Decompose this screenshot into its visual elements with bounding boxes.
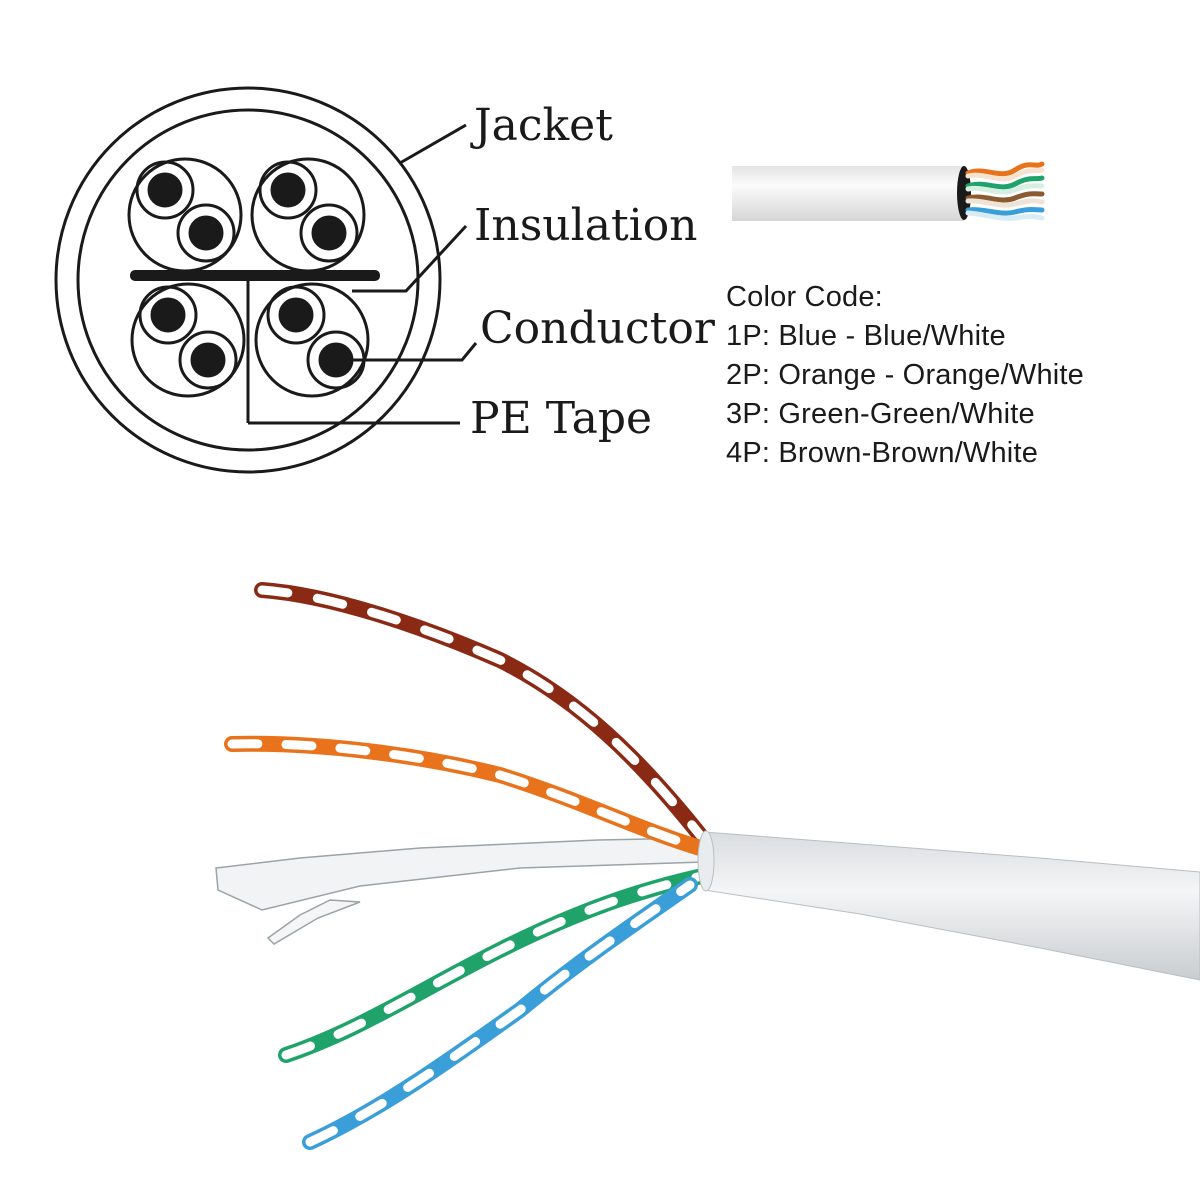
blue-pair xyxy=(302,877,698,1150)
color-code-pair-2: 2P: Orange - Orange/White xyxy=(726,359,1084,391)
cable-illustration xyxy=(215,582,1200,1150)
cross-section-diagram xyxy=(54,86,478,474)
pair-bottom-right xyxy=(254,282,370,398)
color-code-pair-4: 4P: Brown-Brown/White xyxy=(726,437,1039,469)
brown-pair xyxy=(254,582,708,843)
pe-tape-label: PE Tape xyxy=(470,393,652,444)
green-pair xyxy=(278,868,710,1063)
color-code-title: Color Code: xyxy=(726,281,883,313)
cable-jacket xyxy=(703,831,1200,981)
orange-pair xyxy=(224,735,708,856)
separator-tape xyxy=(215,837,705,911)
jacket-outer-ring xyxy=(54,86,442,474)
insulation-leader-line xyxy=(352,224,468,293)
conductor-label: Conductor xyxy=(480,303,716,354)
jacket-leader-line xyxy=(399,123,467,165)
color-code-pair-1: 1P: Blue - Blue/White xyxy=(726,320,1006,352)
color-code-pair-3: 3P: Green-Green/White xyxy=(726,398,1035,430)
cable-thumbnail xyxy=(732,161,1045,221)
pair-top-left xyxy=(127,157,243,273)
color-code-legend: Color Code: 1P: Blue - Blue/White 2P: Or… xyxy=(726,278,1084,473)
pair-bottom-left xyxy=(130,282,246,398)
pe-tape-bar xyxy=(130,270,380,281)
conductor-leader-line xyxy=(342,342,478,362)
jacket-label: Jacket xyxy=(470,100,613,151)
insulation-label: Insulation xyxy=(474,200,698,251)
pair-top-right xyxy=(250,157,366,273)
